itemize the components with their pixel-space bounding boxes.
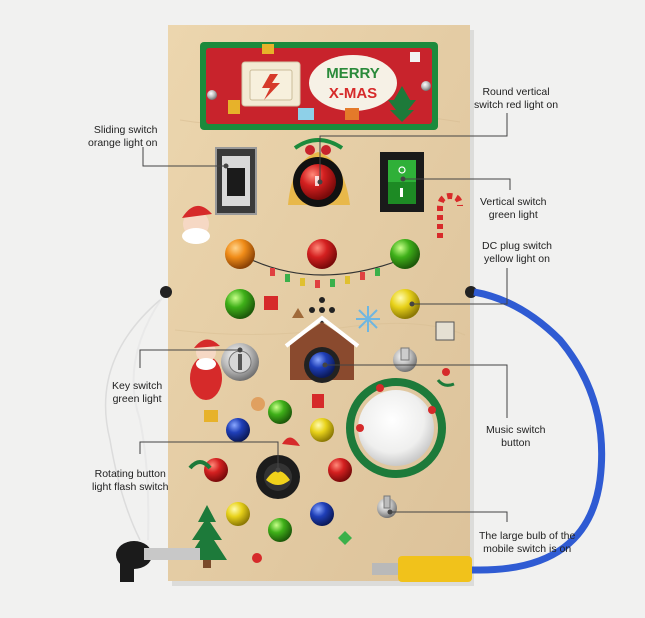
- snowflake-icon: [356, 306, 380, 332]
- led-blue: [310, 502, 334, 526]
- callout-sliding-switch: Sliding switch orange light on: [88, 124, 157, 150]
- callout-key-switch: Key switch green light: [112, 380, 162, 406]
- callout-text: green light: [488, 209, 538, 221]
- led-green: [268, 400, 292, 424]
- callout-dc-plug: DC plug switch yellow light on: [482, 240, 552, 266]
- callout-text: The large bulb of the: [479, 530, 576, 542]
- led-red: [307, 239, 337, 269]
- vertical-rocker-switch: [380, 152, 424, 212]
- key-icon: [116, 541, 200, 582]
- callout-text: switch red light on: [474, 99, 559, 111]
- santa-figure-icon: [190, 339, 222, 400]
- callout-large-bulb: The large bulb of the mobile switch is o…: [479, 530, 575, 556]
- led-yellow: [390, 289, 420, 319]
- callout-lines: [139, 113, 511, 522]
- toggle-switch: [393, 347, 417, 372]
- led-green: [390, 239, 420, 269]
- callout-text: Rotating button: [94, 468, 166, 480]
- callout-text: orange light on: [88, 137, 158, 149]
- gingerbread-icon: [251, 397, 265, 411]
- callout-text: green light: [112, 393, 162, 405]
- callout-text: mobile switch is on: [483, 543, 572, 555]
- led-orange: [225, 239, 255, 269]
- led-blue: [226, 418, 250, 442]
- blue-cable: [473, 288, 606, 574]
- callout-round-vertical: Round vertical switch red light on: [474, 86, 558, 112]
- callout-text: DC plug switch: [482, 240, 553, 252]
- led-green: [268, 518, 292, 542]
- christmas-tree-icon: [187, 505, 227, 568]
- led-red: [328, 458, 352, 482]
- lightning-icon: [262, 74, 280, 100]
- callout-text: Music switch: [486, 424, 546, 436]
- callout-text: light flash switch: [92, 481, 169, 493]
- tree-icon: [388, 86, 416, 122]
- led-red: [204, 458, 228, 482]
- callout-text: Round vertical: [482, 86, 550, 98]
- callout-rotating-button: Rotating button light flash switch: [92, 468, 168, 494]
- banner-line2: X-MAS: [329, 85, 377, 102]
- banner-line1: MERRY: [326, 65, 380, 82]
- callout-text: Vertical switch: [480, 196, 547, 208]
- led-green: [225, 289, 255, 319]
- callout-music-switch: Music switch button: [486, 424, 546, 450]
- stocking-icon: [312, 394, 324, 408]
- candy-cane-icon: [437, 192, 463, 238]
- dc-plug: [372, 556, 472, 582]
- callout-text: Sliding switch: [93, 124, 158, 136]
- round-vertical-switch: [288, 138, 350, 207]
- rotating-knob: [256, 437, 300, 499]
- callout-text: yellow light on: [484, 253, 550, 265]
- led-yellow: [226, 502, 250, 526]
- callout-vertical-switch: Vertical switch green light: [480, 196, 547, 222]
- sliding-switch: [215, 147, 257, 215]
- large-bulb: [346, 378, 446, 478]
- led-yellow: [310, 418, 334, 442]
- callout-text: Key switch: [112, 380, 163, 392]
- dc-socket: [435, 321, 455, 341]
- merry-xmas-banner: [200, 42, 438, 130]
- santa-icon: [182, 205, 212, 244]
- callout-text: button: [501, 437, 531, 449]
